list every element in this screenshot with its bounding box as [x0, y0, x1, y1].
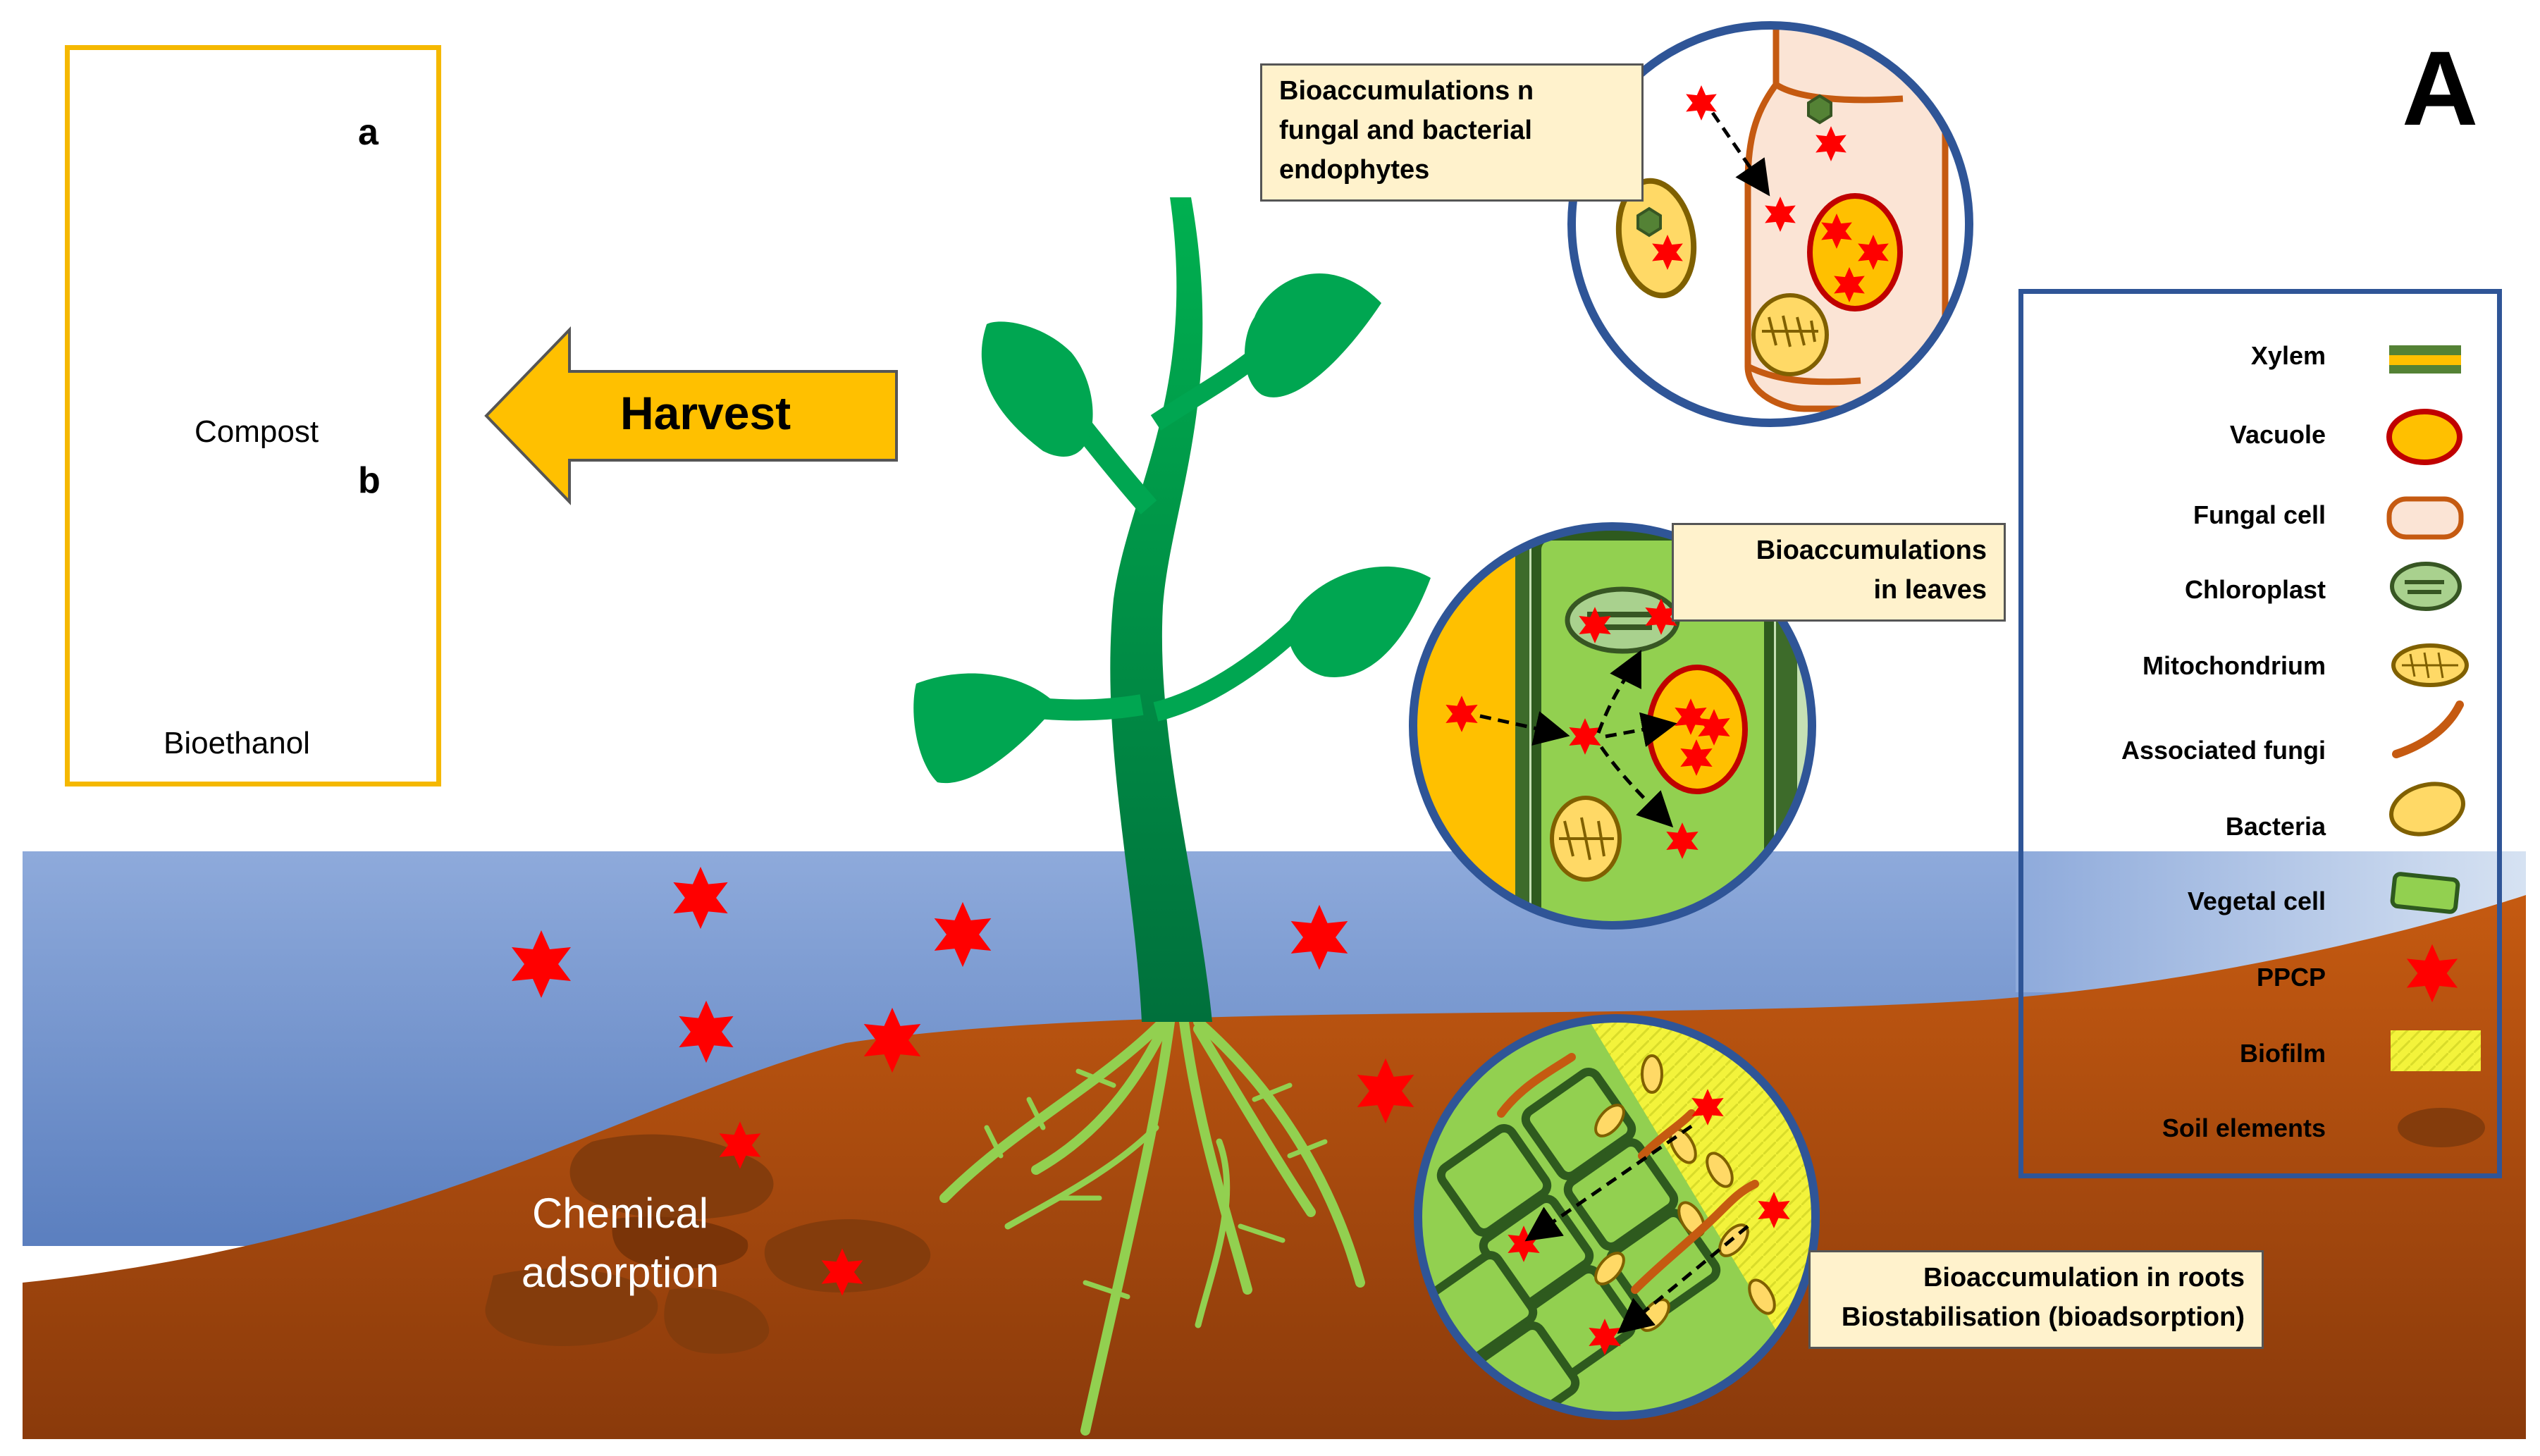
callout-line: Bioaccumulations n [1279, 76, 1534, 106]
fungal-cell-icon [2386, 496, 2464, 540]
legend-icons [2386, 345, 2485, 1147]
legend-label-associated-fungi: Associated fungi [2121, 736, 2326, 765]
callout-line: endophytes [1279, 155, 1430, 185]
callout-line: Bioaccumulation in roots [1923, 1263, 2245, 1292]
products-panel [65, 45, 441, 786]
panel-label: A [2402, 29, 2479, 147]
legend-label-fungal-cell: Fungal cell [2193, 500, 2326, 529]
harvest-label: Harvest [620, 387, 791, 439]
callout-line: Biostabilisation (bioadsorption) [1841, 1302, 2245, 1332]
legend-label-soil-elements: Soil elements [2162, 1113, 2326, 1142]
soil-label-line: Chemical [531, 1190, 709, 1237]
leaves-zoom [1409, 522, 1816, 930]
mitochondrium-icon [2391, 643, 2469, 687]
callout-line: Bioaccumulations [1756, 536, 1987, 565]
soil-element-icon [2398, 1108, 2485, 1147]
vegetal-cell-icon [2390, 872, 2460, 914]
chloroplast-icon [2390, 562, 2462, 611]
bioethanol-tag: b [358, 460, 381, 501]
legend-box [2018, 289, 2502, 1178]
biofilm-icon [2391, 1030, 2481, 1071]
leaves-callout: Bioaccumulations in leaves [1672, 523, 2006, 622]
endophytes-zoom [1567, 21, 1973, 427]
plant [913, 197, 1431, 1436]
roots-zoom [1414, 1014, 1820, 1420]
roots-callout: Bioaccumulation in roots Biostabilisatio… [1808, 1250, 2264, 1349]
compost-tag: a [358, 112, 378, 153]
soil-elements [485, 1134, 931, 1354]
soil-label-line: adsorption [521, 1249, 720, 1296]
endophytes-callout: Bioaccumulations n fungal and bacterial … [1260, 63, 1644, 202]
legend-label-ppcp: PPCP [2256, 963, 2326, 992]
bioethanol-label: Bioethanol [164, 726, 310, 760]
associated-fungi-icon [2392, 701, 2464, 758]
xylem-icon [2389, 345, 2461, 374]
bacteria-icon [2389, 782, 2465, 837]
legend-label-vegetal-cell: Vegetal cell [2187, 887, 2326, 915]
legend-label-xylem: Xylem [2250, 341, 2326, 370]
callout-line: in leaves [1873, 575, 1987, 605]
vacuole-icon [2386, 409, 2462, 465]
legend-label-bacteria: Bacteria [2225, 812, 2326, 841]
legend-label-mitochondrium: Mitochondrium [2143, 651, 2326, 680]
compost-label: Compost [195, 414, 319, 449]
callout-line: fungal and bacterial [1279, 116, 1532, 145]
chemical-adsorption-label: Chemical adsorption [493, 1184, 747, 1302]
plant-roots [939, 1017, 1365, 1436]
legend-label-biofilm: Biofilm [2240, 1039, 2326, 1068]
legend-label-chloroplast: Chloroplast [2184, 575, 2326, 604]
harvest-arrow [484, 326, 898, 505]
legend-label-vacuole: Vacuole [2229, 420, 2326, 449]
